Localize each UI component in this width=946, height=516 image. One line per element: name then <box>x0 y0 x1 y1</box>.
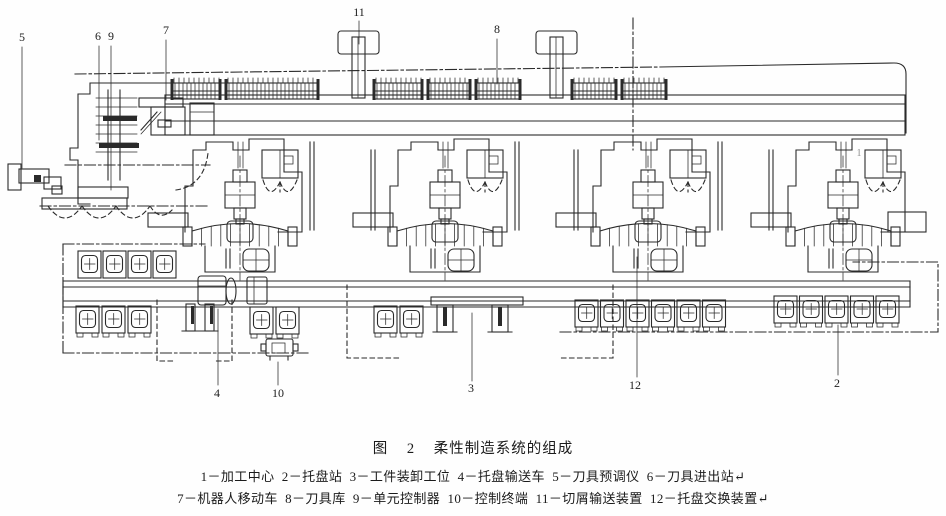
machining-center-2 <box>352 138 520 281</box>
tool-racks <box>170 77 668 100</box>
pallet-conveyor <box>62 280 911 308</box>
part-label-7: 7 <box>163 23 169 37</box>
pallet-transport-car <box>197 275 268 306</box>
machining-center-1 <box>147 138 315 281</box>
chip-conveyor-posts <box>337 30 578 99</box>
part-label-2: 2 <box>834 376 840 390</box>
part-label-10: 10 <box>272 386 284 400</box>
part-label-1: 1 <box>857 148 862 159</box>
part-label-4: 4 <box>214 386 220 400</box>
part-label-9: 9 <box>108 29 114 43</box>
legend-line-2: 7－机器人移动车 8－刀具库 9－单元控制器 10－控制终端 11－切屑输送装置… <box>177 490 769 506</box>
diagram-geometry <box>7 17 939 362</box>
legend-line-1: 1－加工中心 2－托盘站 3－工件装卸工位 4－托盘输送车 5－刀具预调仪 6－… <box>200 469 746 484</box>
part-label-8: 8 <box>494 22 500 36</box>
boundary-lines <box>62 17 939 354</box>
load-unload-station <box>156 284 614 362</box>
part-label-6: 6 <box>95 29 101 43</box>
pallet-stations <box>75 250 900 339</box>
figure-caption: 图 2 柔性制造系统的组成 1－加工中心 2－托盘站 3－工件装卸工位 4－托盘… <box>0 437 946 509</box>
control-terminal <box>260 338 299 361</box>
figure-label: 图 <box>372 441 389 457</box>
part-label-12: 12 <box>629 378 641 392</box>
machining-center-3 <box>555 138 723 281</box>
figure-title-line: 图 2 柔性制造系统的组成 <box>0 437 946 458</box>
part-label-5: 5 <box>19 30 25 44</box>
figure-number: 2 <box>406 441 416 457</box>
machining-center-4 <box>750 138 927 281</box>
part-label-11: 11 <box>353 5 365 19</box>
tool-presetter <box>7 163 63 195</box>
robot-carrier-area <box>39 82 233 219</box>
part-label-3: 3 <box>468 381 474 395</box>
figure-title: 柔性制造系统的组成 <box>433 441 574 457</box>
